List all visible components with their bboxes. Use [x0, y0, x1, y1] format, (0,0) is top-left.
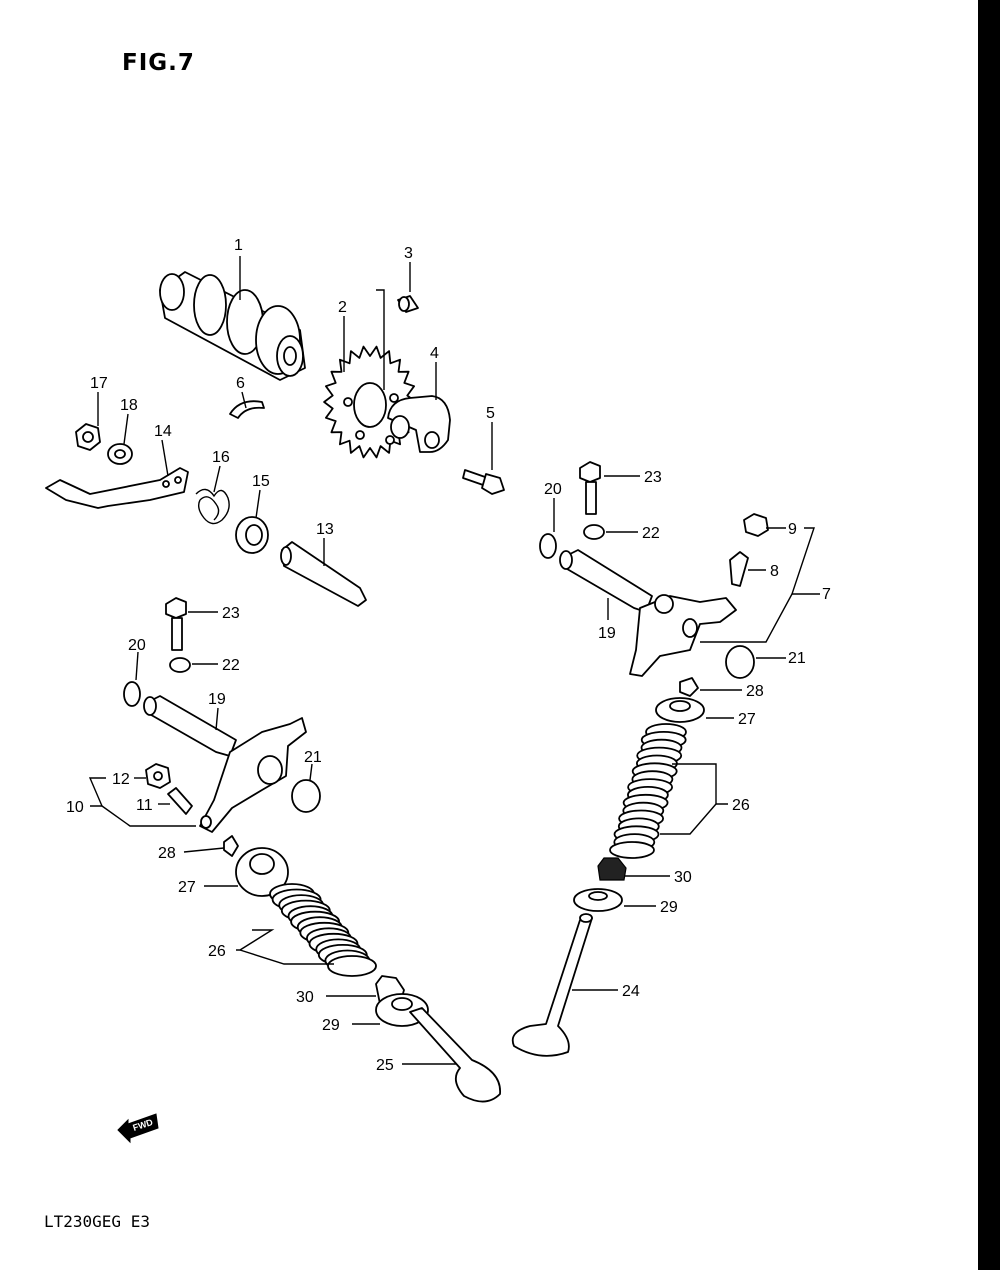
part-oring-20-upper	[539, 533, 557, 559]
part-seal-30-upper	[597, 857, 627, 881]
callout-2: 2	[338, 299, 347, 316]
callout-3: 3	[404, 245, 413, 262]
part-nut-12	[145, 763, 171, 789]
part-valve-25	[409, 1007, 501, 1103]
callout-27-lower: 27	[178, 879, 196, 896]
part-nut-17	[75, 423, 101, 451]
callout-28-upper: 28	[746, 683, 764, 700]
part-rocker-arm-10	[199, 717, 307, 833]
part-seal-15	[235, 516, 269, 554]
callout-22-upper: 22	[642, 525, 660, 542]
callout-4: 4	[430, 345, 439, 362]
callout-14: 14	[154, 423, 172, 440]
part-retainer-27-upper	[655, 697, 705, 723]
callout-8: 8	[770, 563, 779, 580]
callout-15: 15	[252, 473, 270, 490]
leader-lines	[88, 256, 820, 1065]
part-pin	[397, 295, 419, 313]
callout-6: 6	[236, 375, 245, 392]
callout-24: 24	[622, 983, 640, 1000]
callout-22-lower: 22	[222, 657, 240, 674]
callout-13: 13	[316, 521, 334, 538]
callout-18: 18	[120, 397, 138, 414]
callout-27-upper: 27	[738, 711, 756, 728]
callout-29-upper: 29	[660, 899, 678, 916]
part-oring-20-lower	[123, 681, 141, 707]
part-rocker-arm-7	[629, 594, 737, 677]
callout-21-upper: 21	[788, 650, 806, 667]
callout-7: 7	[822, 586, 831, 603]
fwd-arrow-icon: FWD	[117, 1113, 159, 1144]
part-adjuster-11	[167, 787, 193, 815]
part-clip	[229, 400, 265, 419]
part-cotter-28-lower	[223, 835, 239, 857]
part-valve-springs-upper	[609, 723, 687, 859]
part-washer-22-upper	[583, 524, 605, 540]
figure-title: FIG.7	[122, 50, 195, 76]
part-adjuster-8	[729, 551, 749, 587]
callout-26-lower: 26	[208, 943, 226, 960]
part-bolt-23-upper	[579, 461, 601, 515]
part-bolt-23-lower	[165, 597, 187, 651]
callout-9: 9	[788, 521, 797, 538]
part-rocker-shaft-19-upper	[559, 549, 653, 613]
part-bolt-5	[462, 469, 505, 495]
callout-23-upper: 23	[644, 469, 662, 486]
callout-16: 16	[212, 449, 230, 466]
part-spring-16	[195, 488, 230, 525]
callout-12: 12	[112, 771, 130, 788]
part-lever	[45, 467, 189, 509]
part-oring-21-lower	[291, 779, 321, 813]
part-washer-18	[107, 443, 133, 465]
spring-coil	[609, 841, 655, 859]
part-nut-9	[743, 513, 769, 537]
part-washer-29-upper	[573, 888, 623, 912]
part-shaft-13	[280, 541, 367, 607]
callout-30-upper: 30	[674, 869, 692, 886]
callout-26-upper: 26	[732, 797, 750, 814]
part-valve-24	[511, 913, 593, 1057]
callout-20-upper: 20	[544, 481, 562, 498]
callout-23-lower: 23	[222, 605, 240, 622]
callout-17: 17	[90, 375, 108, 392]
part-sprocket-plate	[387, 395, 451, 453]
spring-coil	[327, 955, 377, 977]
part-washer-22-lower	[169, 657, 191, 673]
callout-5: 5	[486, 405, 495, 422]
part-camshaft	[159, 271, 306, 381]
part-oring-21-upper	[725, 645, 755, 679]
callout-1: 1	[234, 237, 243, 254]
callout-25: 25	[376, 1057, 394, 1074]
callout-19-upper: 19	[598, 625, 616, 642]
callout-20-lower: 20	[128, 637, 146, 654]
scan-edge-bar	[978, 0, 1000, 1270]
callout-30-lower: 30	[296, 989, 314, 1006]
part-cotter-28-upper	[679, 677, 699, 697]
part-retainer-27-lower	[235, 847, 289, 897]
callout-10: 10	[66, 799, 84, 816]
part-valve-springs-lower	[269, 883, 377, 977]
callout-11: 11	[136, 797, 153, 814]
callout-19-lower: 19	[208, 691, 226, 708]
callout-labels: 1 2 3 4 5 6 7 8 9 10 11 12 13 14 15 16 1…	[66, 237, 831, 1074]
callout-21-lower: 21	[304, 749, 322, 766]
model-code: LT230GEG E3	[44, 1212, 150, 1231]
callout-28-lower: 28	[158, 845, 176, 862]
callout-29-lower: 29	[322, 1017, 340, 1034]
